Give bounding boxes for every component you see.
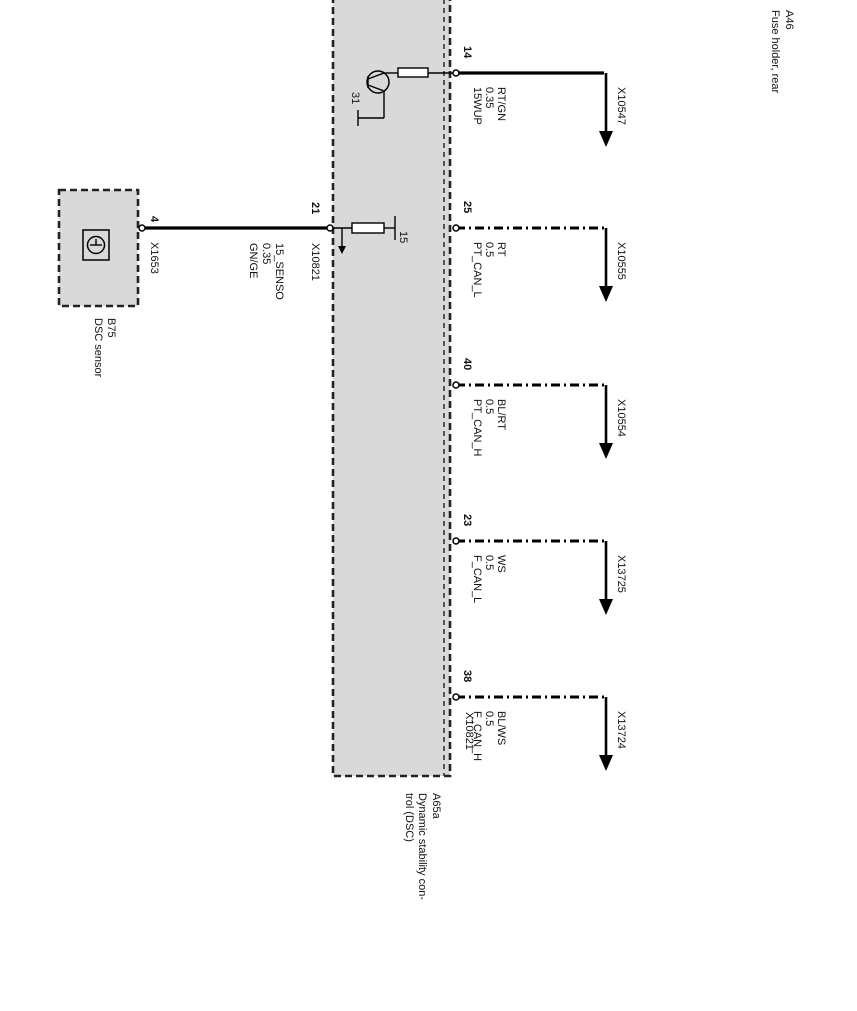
output-pin-number: 38 [461, 670, 473, 682]
sensor-wire-spec: 15_SENSO 0.35 GN/GE [247, 243, 285, 300]
sensor-wire-size: 0.35 [260, 243, 272, 264]
dsc-sensor-box [57, 188, 140, 308]
arrow-down-icon [599, 131, 613, 147]
internal-transistor-symbol [357, 67, 456, 126]
output-pin-terminal [452, 537, 460, 545]
output-connector-id: X13725 [615, 555, 627, 593]
dsc-sensor-id: B75 [105, 318, 117, 338]
dsc-module-box [331, 0, 452, 778]
internal-resistor-label: 15 [397, 231, 409, 243]
sensor-pin-terminal [138, 224, 146, 232]
output-wire-size: 0.5 [483, 555, 495, 570]
output-wire-signal: PT_CAN_L [471, 242, 483, 298]
dsc-module-id: A65a [430, 793, 442, 820]
output-wire-color: WS [495, 555, 507, 573]
output-pin-terminal [452, 693, 460, 701]
arrow-down-icon [599, 286, 613, 302]
output-wire-color: BL/WS [495, 711, 507, 745]
fuse-holder-id: A46 [783, 10, 795, 30]
output-wire-color: RT [495, 242, 507, 257]
output-pin-number: 40 [461, 358, 473, 370]
output-wire-size: 0.5 [483, 399, 495, 414]
output-connector-id: X10547 [615, 87, 627, 125]
output-connector-id: X10554 [615, 399, 627, 437]
output-wire-color: BL/RT [495, 399, 507, 430]
dsc-sensor-label: B75 DSC sensor [92, 318, 117, 378]
fuse-holder-label: A46 Fuse holder, rear [769, 10, 795, 93]
module-pin-21-number: 21 [309, 202, 321, 214]
fuse-holder-name: Fuse holder, rear [769, 10, 781, 93]
output-pin-terminal [452, 69, 460, 77]
output-wire-size: 0.35 [483, 87, 495, 108]
dsc-module-label: A65a Dynamic stability con- trol (DSC) [403, 793, 442, 900]
output-wire-size: 0.5 [483, 711, 495, 726]
output-connector-id: X10555 [615, 242, 627, 280]
sensor-icon [82, 229, 110, 261]
output-pin-number: 23 [461, 514, 473, 526]
sensor-wire-signal: 15_SENSO [273, 243, 285, 300]
output-pin-terminal [452, 381, 460, 389]
output-wire-color: RT/GN [495, 87, 507, 121]
output-wire-signal: F_CAN_H [471, 711, 483, 761]
arrow-down-icon [599, 443, 613, 459]
output-wire-signal: F_CAN_L [471, 555, 483, 603]
module-pin-21-terminal [326, 224, 334, 232]
output-wire-signal: PT_CAN_H [471, 399, 483, 457]
output-pin-number: 14 [461, 46, 473, 59]
dsc-module-name-line1: Dynamic stability con- [416, 793, 428, 900]
arrow-down-icon [599, 755, 613, 771]
output-connector-id: X13724 [615, 711, 627, 749]
output-pin-terminal [452, 224, 460, 232]
output-pin-number: 25 [461, 201, 473, 213]
sensor-pin-number: 4 [148, 216, 160, 223]
arrow-down-icon [599, 599, 613, 615]
ground-label: 31 [349, 92, 361, 104]
sensor-wire-color: GN/GE [247, 243, 259, 278]
output-wire-signal: 15WUP [471, 87, 483, 125]
module-bottom-connector: X10821 [463, 712, 475, 750]
sensor-connector-id: X1653 [148, 242, 160, 274]
module-pin-21-connector: X10821 [309, 243, 321, 281]
internal-resistor-symbol [333, 216, 396, 254]
dsc-module-name-line2: trol (DSC) [403, 793, 415, 842]
output-wire-size: 0.5 [483, 242, 495, 257]
dsc-sensor-name: DSC sensor [92, 318, 104, 378]
